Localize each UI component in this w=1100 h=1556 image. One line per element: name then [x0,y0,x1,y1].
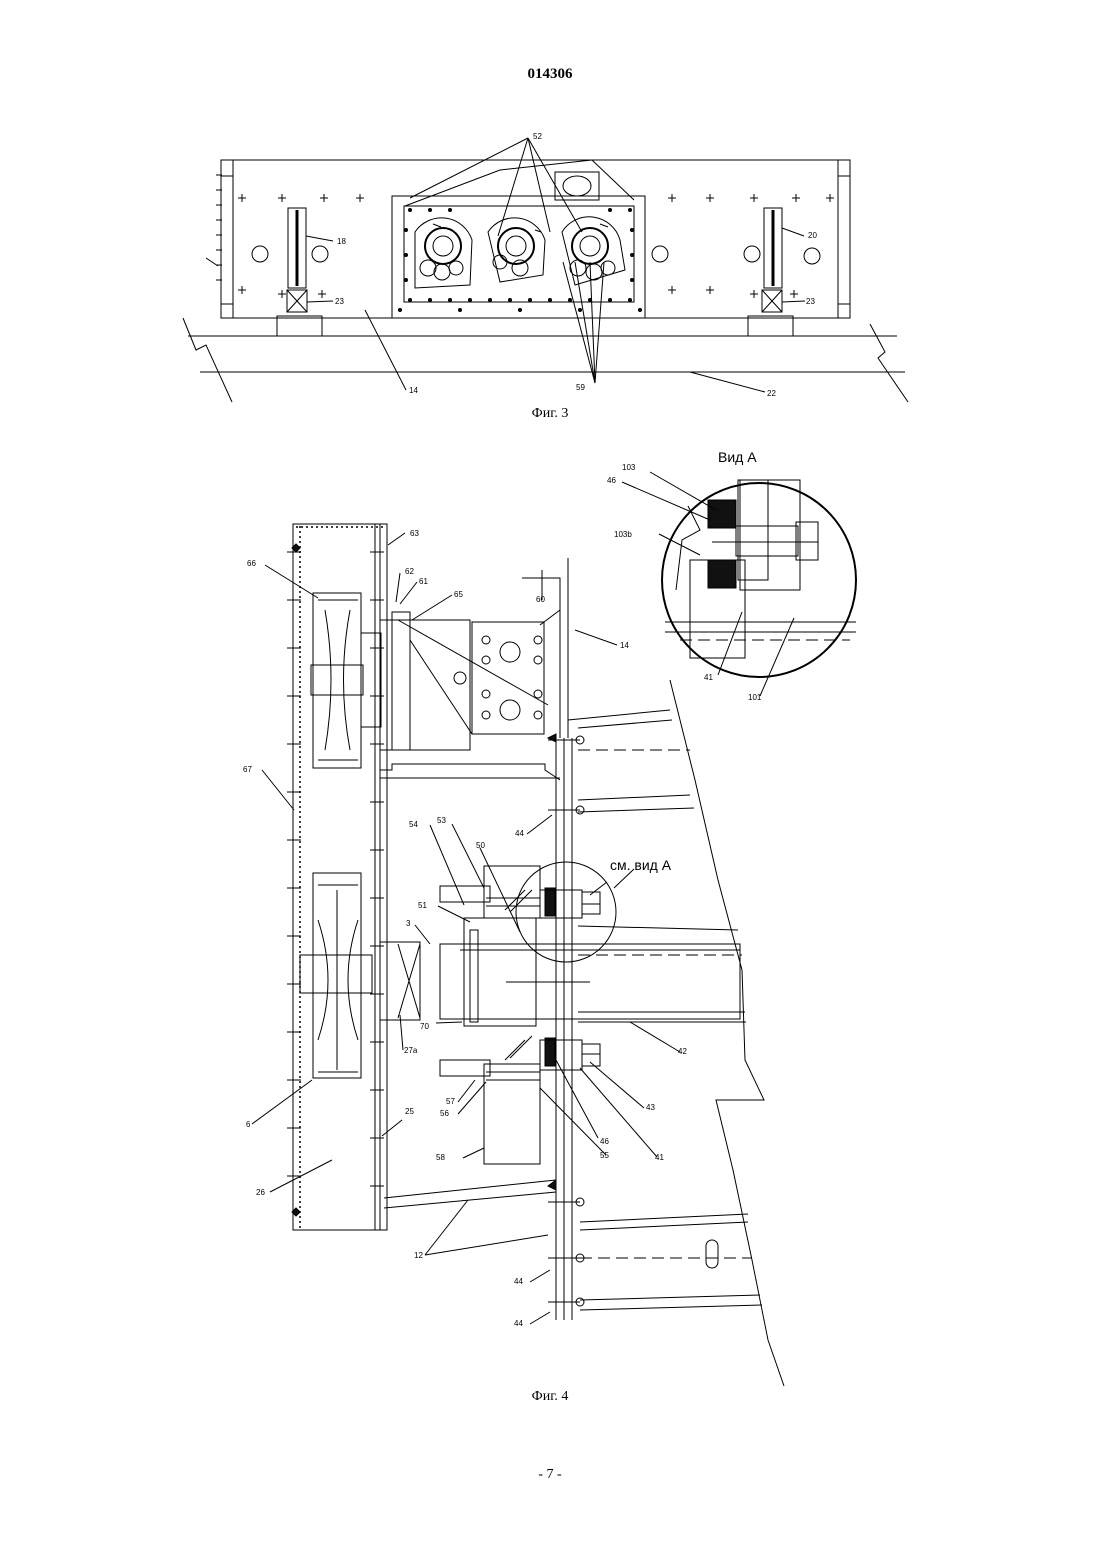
fig4-label-50: 50 [476,841,485,850]
view-a-label-103: 103 [622,463,636,472]
fig4-label-41: 41 [655,1153,664,1162]
fig4-label-51: 51 [418,901,427,910]
view-a-label-103b: 103b [614,530,632,539]
fig4-label-62: 62 [405,567,414,576]
fig4-label-42: 42 [678,1047,687,1056]
fig4-label-14: 14 [620,641,629,650]
fig4-drawing [287,480,856,1386]
fig4-label-57: 57 [446,1097,455,1106]
fig3-label-52: 52 [533,132,542,141]
fig4-label-61: 61 [419,577,428,586]
fig4-label-44-top: 44 [515,829,524,838]
fig4-label-58: 58 [436,1153,445,1162]
fig4-label-44-mid: 44 [514,1277,523,1286]
view-a-label-46: 46 [607,476,616,485]
fig3-label-59: 59 [576,383,585,392]
fig4-label-60: 60 [536,595,545,604]
fig4-label-65: 65 [454,590,463,599]
fig3-label-18: 18 [337,237,346,246]
view-a-label-41: 41 [704,673,713,682]
view-a-label-101: 101 [748,693,762,702]
fig4-label-46: 46 [600,1137,609,1146]
see-view-a-label: см. вид А [610,857,672,873]
fig3-caption: Фиг. 3 [0,406,1100,422]
fig4-label-53: 53 [437,816,446,825]
fig4-label-27a: 27a [404,1046,418,1055]
fig3-label-23-right: 23 [806,297,815,306]
fig3-drawing [183,138,908,402]
fig4-caption: Фиг. 4 [0,1389,1100,1405]
page-footer-number: - 7 - [0,1467,1100,1483]
fig4-label-6: 6 [246,1120,251,1129]
fig4-label-56: 56 [440,1109,449,1118]
fig4-label-12: 12 [414,1251,423,1260]
fig4-label-70: 70 [420,1022,429,1031]
fig4-label-54: 54 [409,820,418,829]
fig4-label-25: 25 [405,1107,414,1116]
fig3-label-20: 20 [808,231,817,240]
fig3-label-14: 14 [409,386,418,395]
fig4-label-55: 55 [600,1151,609,1160]
fig4-label-3: 3 [406,919,411,928]
fig4-label-66: 66 [247,559,256,568]
fig3-label-22: 22 [767,389,776,398]
fig4-label-43: 43 [646,1103,655,1112]
fig4-label-63: 63 [410,529,419,538]
fig4-label-26: 26 [256,1188,265,1197]
fig3-label-23-left: 23 [335,297,344,306]
fig4-label-67: 67 [243,765,252,774]
fig4-label-44-bottom: 44 [514,1319,523,1328]
view-a-title: Вид А [718,449,757,465]
